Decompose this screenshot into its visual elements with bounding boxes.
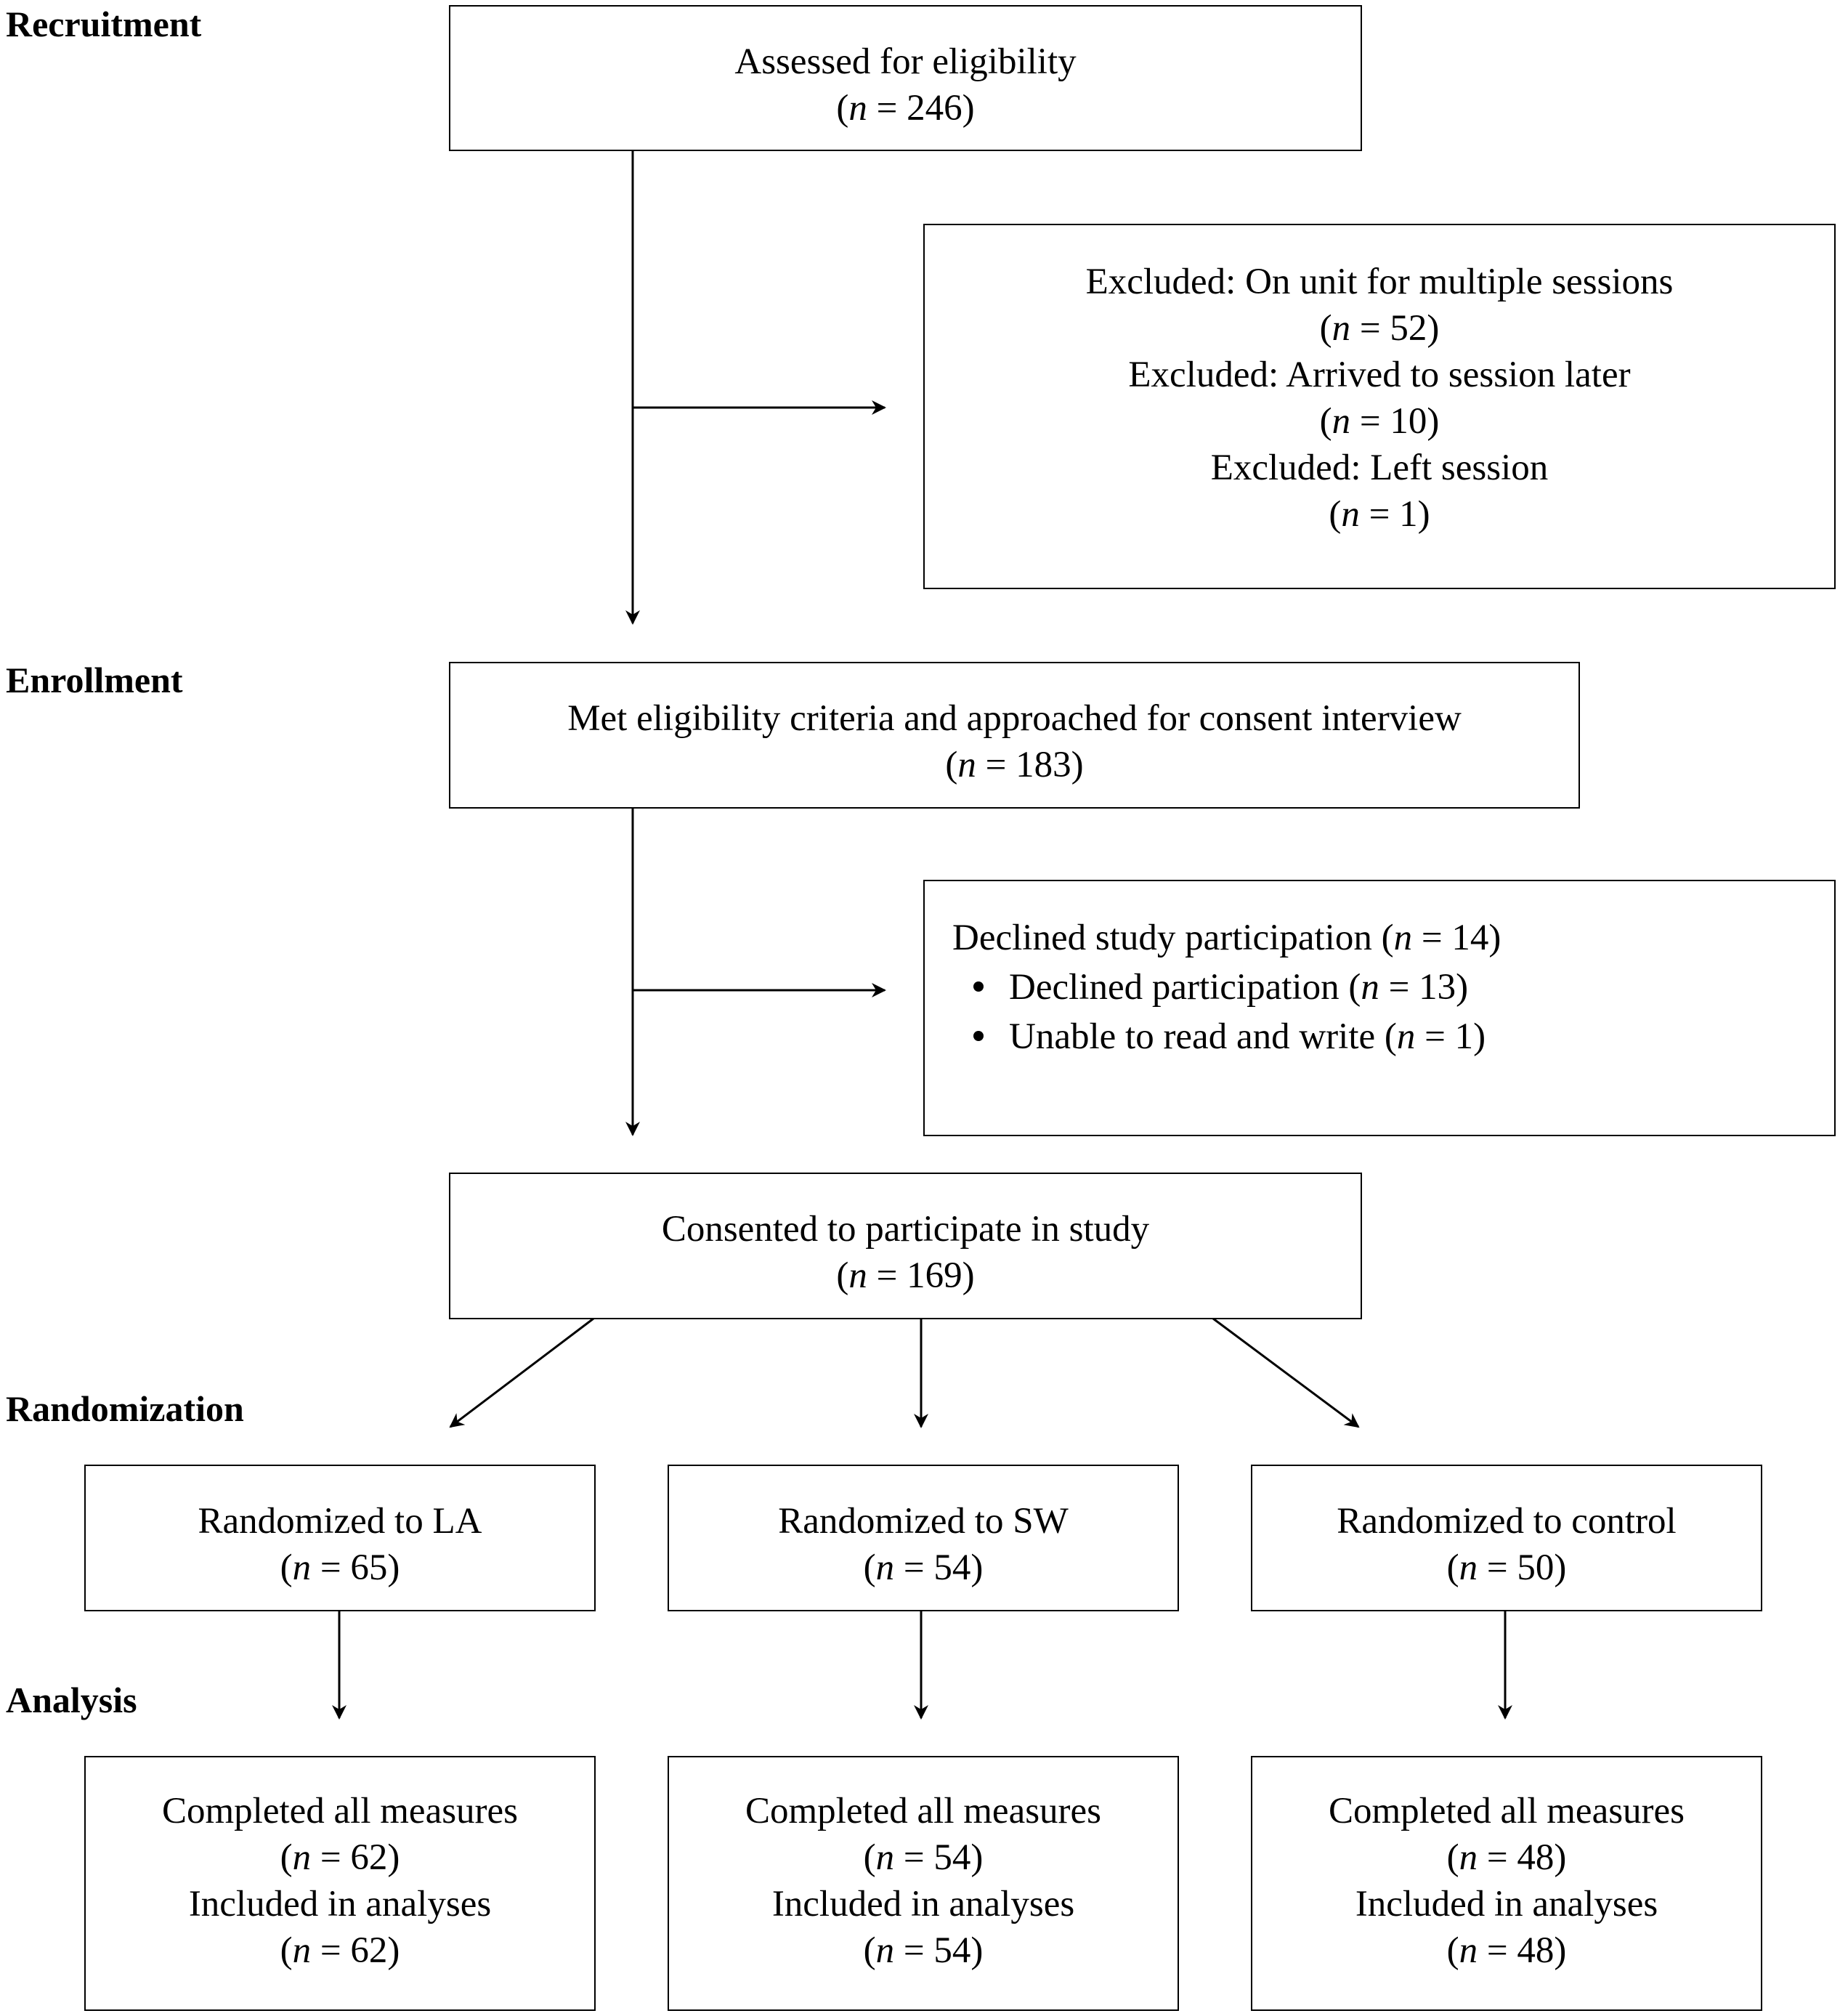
randomized-la-count: (n = 65) <box>280 1547 400 1588</box>
excluded-reason-3: Excluded: Left session <box>1210 448 1549 488</box>
analysis-control-box: Completed all measures (n = 48) Included… <box>1251 1756 1762 2011</box>
excluded-reason-2: Excluded: Arrived to session later <box>1128 355 1631 395</box>
assessed-box: Assessed for eligibility (n = 246) <box>449 5 1362 151</box>
declined-bullet-1: Declined participation (n = 13) <box>952 963 1834 1012</box>
excluded-count-2: (n = 10) <box>1319 401 1440 442</box>
arrow-to-control <box>1212 1317 1360 1428</box>
assessed-count: (n = 246) <box>836 88 975 129</box>
analysis-la-completed-count: (n = 62) <box>280 1837 400 1878</box>
consented-title: Consented to participate in study <box>661 1209 1150 1250</box>
analysis-control-included: Included in analyses <box>1355 1884 1658 1924</box>
analysis-sw-included: Included in analyses <box>771 1884 1075 1924</box>
randomized-sw-count: (n = 54) <box>863 1547 984 1588</box>
randomized-control-count: (n = 50) <box>1446 1547 1567 1588</box>
stage-label-analysis: Analysis <box>6 1680 137 1720</box>
consented-box: Consented to participate in study (n = 1… <box>449 1173 1362 1319</box>
excluded-box: Excluded: On unit for multiple sessions … <box>923 224 1836 589</box>
met-title: Met eligibility criteria and approached … <box>567 698 1462 739</box>
analysis-sw-completed: Completed all measures <box>745 1791 1102 1831</box>
excluded-reason-1: Excluded: On unit for multiple sessions <box>1085 262 1674 302</box>
bullet-icon <box>973 981 984 992</box>
excluded-count-3: (n = 1) <box>1329 494 1430 535</box>
consented-count: (n = 169) <box>836 1255 975 1296</box>
analysis-control-included-count: (n = 48) <box>1446 1930 1567 1971</box>
met-count: (n = 183) <box>945 745 1084 785</box>
analysis-la-included-count: (n = 62) <box>280 1930 400 1971</box>
stage-label-enrollment: Enrollment <box>6 660 183 700</box>
declined-bullet-2: Unable to read and write (n = 1) <box>952 1012 1834 1061</box>
analysis-la-box: Completed all measures (n = 62) Included… <box>84 1756 596 2011</box>
analysis-control-completed-count: (n = 48) <box>1446 1837 1567 1878</box>
randomized-la-box: Randomized to LA (n = 65) <box>84 1465 596 1611</box>
bullet-icon <box>973 1031 984 1041</box>
stage-label-recruitment: Recruitment <box>6 4 202 44</box>
randomized-sw-box: Randomized to SW (n = 54) <box>668 1465 1179 1611</box>
analysis-la-included: Included in analyses <box>188 1884 492 1924</box>
randomized-la-title: Randomized to LA <box>198 1501 482 1542</box>
assessed-title: Assessed for eligibility <box>734 41 1077 82</box>
randomized-sw-title: Randomized to SW <box>778 1501 1069 1542</box>
stage-label-randomization: Randomization <box>6 1388 244 1429</box>
analysis-sw-box: Completed all measures (n = 54) Included… <box>668 1756 1179 2011</box>
declined-heading: Declined study participation (n = 14) <box>952 918 1501 958</box>
analysis-sw-included-count: (n = 54) <box>863 1930 984 1971</box>
analysis-control-completed: Completed all measures <box>1328 1791 1685 1831</box>
analysis-sw-completed-count: (n = 54) <box>863 1837 984 1878</box>
arrow-to-la <box>449 1317 594 1428</box>
declined-box: Declined study participation (n = 14) De… <box>923 880 1836 1136</box>
randomized-control-box: Randomized to control (n = 50) <box>1251 1465 1762 1611</box>
excluded-count-1: (n = 52) <box>1319 308 1440 349</box>
met-eligibility-box: Met eligibility criteria and approached … <box>449 662 1580 809</box>
analysis-la-completed: Completed all measures <box>161 1791 519 1831</box>
randomized-control-title: Randomized to control <box>1337 1501 1677 1542</box>
